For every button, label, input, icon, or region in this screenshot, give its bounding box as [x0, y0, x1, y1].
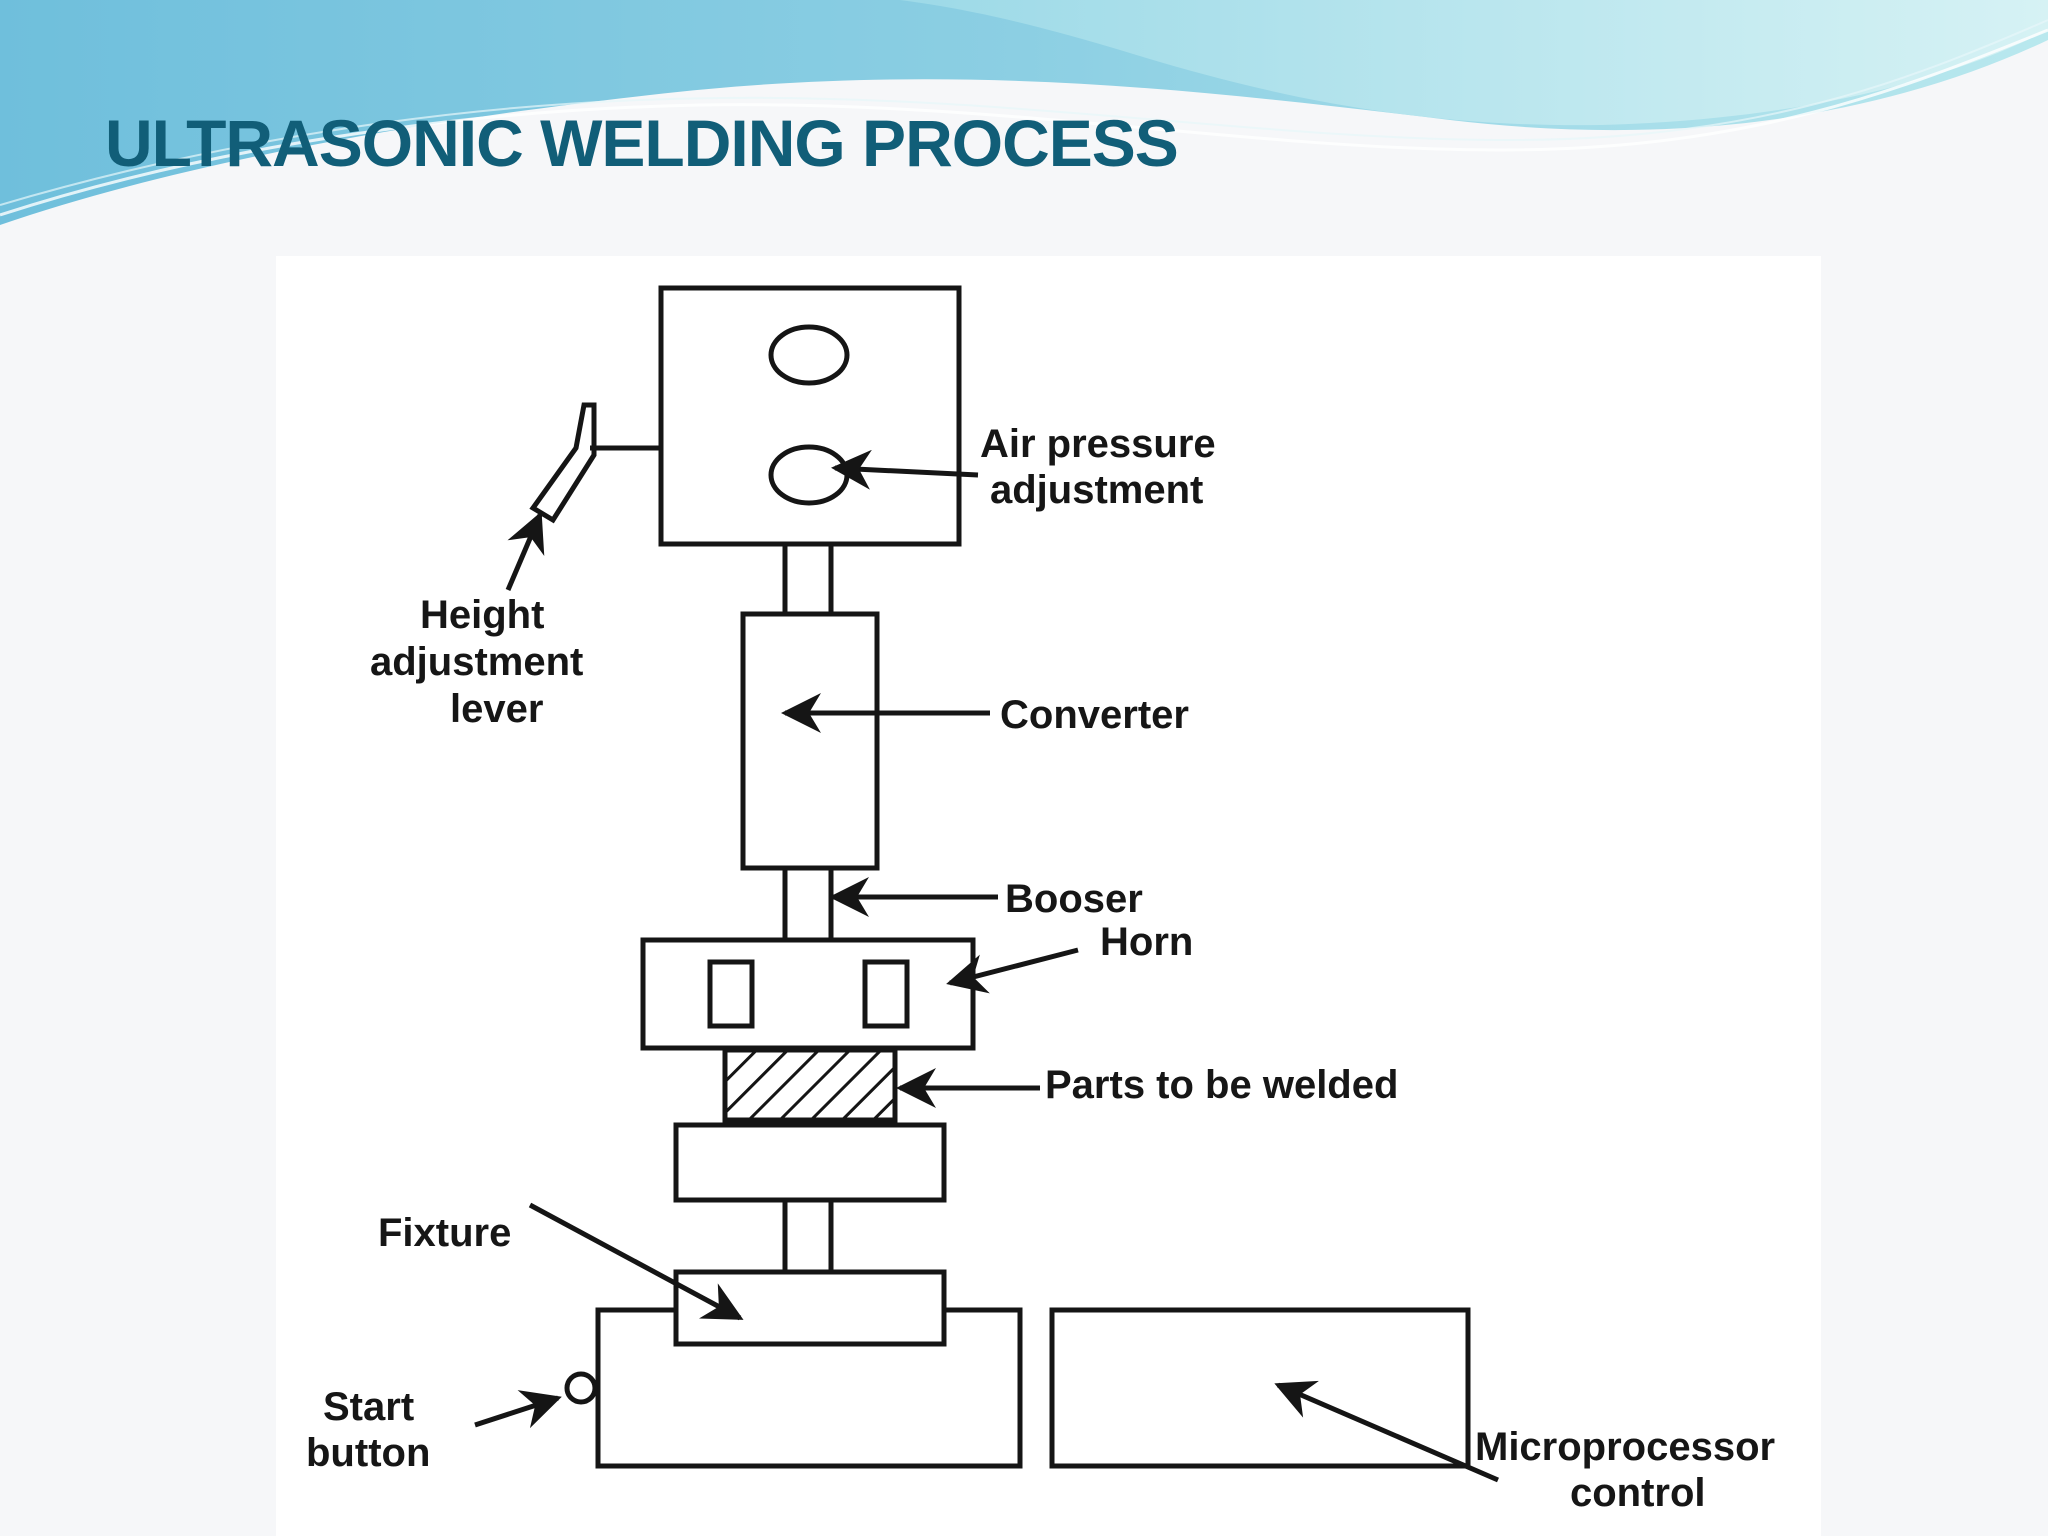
label-micro-2: control: [1570, 1471, 1706, 1515]
diagram-labels: Air pressure adjustment Height adjustmen…: [306, 422, 1775, 1515]
label-booster: Booser: [1005, 877, 1143, 921]
horn-slot-left: [707, 959, 755, 1029]
column-upper: [782, 541, 834, 617]
welding-diagram: [529, 285, 1471, 1469]
label-start-2: button: [306, 1431, 430, 1475]
horn: [640, 937, 976, 1051]
parts-to-be-welded: [722, 1047, 898, 1123]
diagram-panel: [276, 256, 1821, 1536]
label-horn: Horn: [1100, 920, 1193, 964]
arrow-horn: [946, 947, 1079, 994]
height-adjustment-lever: [529, 402, 597, 524]
label-height-2: adjustment: [370, 640, 583, 684]
booster: [782, 865, 834, 943]
slide-title: ULTRASONIC WELDING PROCESS: [105, 106, 1178, 180]
arrow-fixture: [528, 1202, 744, 1321]
label-parts: Parts to be welded: [1045, 1063, 1398, 1107]
diagram-arrows: [474, 449, 1499, 1483]
horn-slot-right: [862, 959, 910, 1029]
column-lower: [782, 1197, 834, 1275]
microprocessor-control: [1049, 1307, 1471, 1469]
arrow-height-lever: [505, 511, 545, 591]
label-height-3: lever: [450, 687, 543, 731]
label-air-pressure-1: Air pressure: [980, 422, 1216, 466]
anvil: [673, 1122, 947, 1203]
header-wave: [0, 0, 2048, 225]
label-height-1: Height: [420, 593, 544, 637]
label-air-pressure-2: adjustment: [990, 468, 1203, 512]
label-start-1: Start: [323, 1385, 414, 1429]
start-button: [564, 1371, 598, 1405]
arrow-air-pressure: [831, 449, 979, 490]
converter: [740, 611, 880, 871]
label-micro-1: Microprocessor: [1475, 1425, 1775, 1469]
arrow-start-button: [474, 1390, 562, 1429]
label-converter: Converter: [1000, 693, 1189, 737]
arrow-microprocessor: [1274, 1380, 1499, 1483]
gauge-circle: [768, 324, 850, 386]
machine-base: [595, 1307, 1023, 1469]
label-fixture: Fixture: [378, 1211, 511, 1255]
